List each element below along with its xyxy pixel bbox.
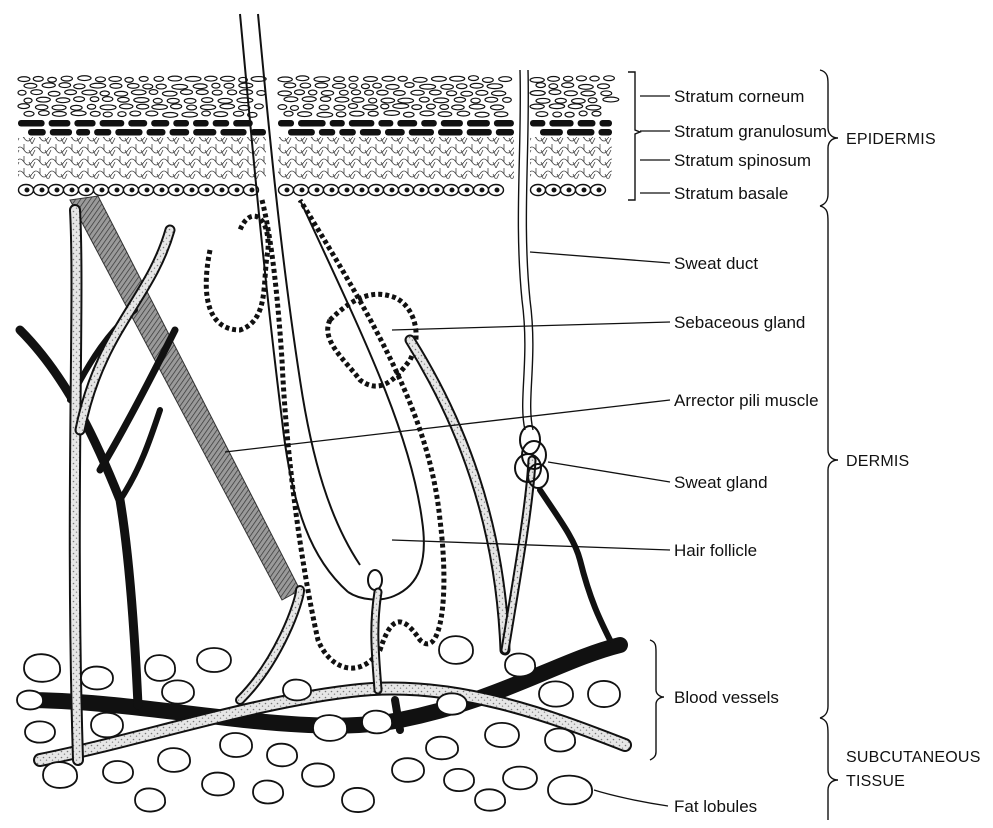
label-blood-vessels: Blood vessels <box>674 688 779 707</box>
hair-follicle-shape <box>240 14 424 599</box>
label-sebaceous-gland: Sebaceous gland <box>674 313 805 332</box>
sebaceous-gland-shape <box>328 294 416 386</box>
region-subcutaneous-line1: SUBCUTANEOUS <box>846 749 981 766</box>
label-hair-follicle: Hair follicle <box>674 541 757 560</box>
label-sweat-duct: Sweat duct <box>674 254 758 273</box>
arrector-pili-muscle-shape <box>70 196 300 600</box>
region-epidermis: EPIDERMIS <box>846 131 936 148</box>
label-fat-lobules: Fat lobules <box>674 797 757 816</box>
region-dermis: DERMIS <box>846 453 909 470</box>
stratum-spinosum-cells <box>18 137 612 179</box>
label-arrector-pili-muscle: Arrector pili muscle <box>674 391 819 410</box>
label-stratum-corneum: Stratum corneum <box>674 87 804 106</box>
label-stratum-granulosum: Stratum granulosum <box>674 122 827 141</box>
stratum-granulosum-cells <box>18 120 612 136</box>
braces <box>628 70 838 820</box>
label-stratum-basale: Stratum basale <box>674 184 788 203</box>
stratum-basale-cells <box>19 185 606 196</box>
follicle-sheath-chain <box>206 200 444 668</box>
fat-lobules-shapes <box>17 636 620 812</box>
label-stratum-spinosum: Stratum spinosum <box>674 151 811 170</box>
region-subcutaneous-line2: TISSUE <box>846 773 905 790</box>
label-sweat-gland: Sweat gland <box>674 473 768 492</box>
